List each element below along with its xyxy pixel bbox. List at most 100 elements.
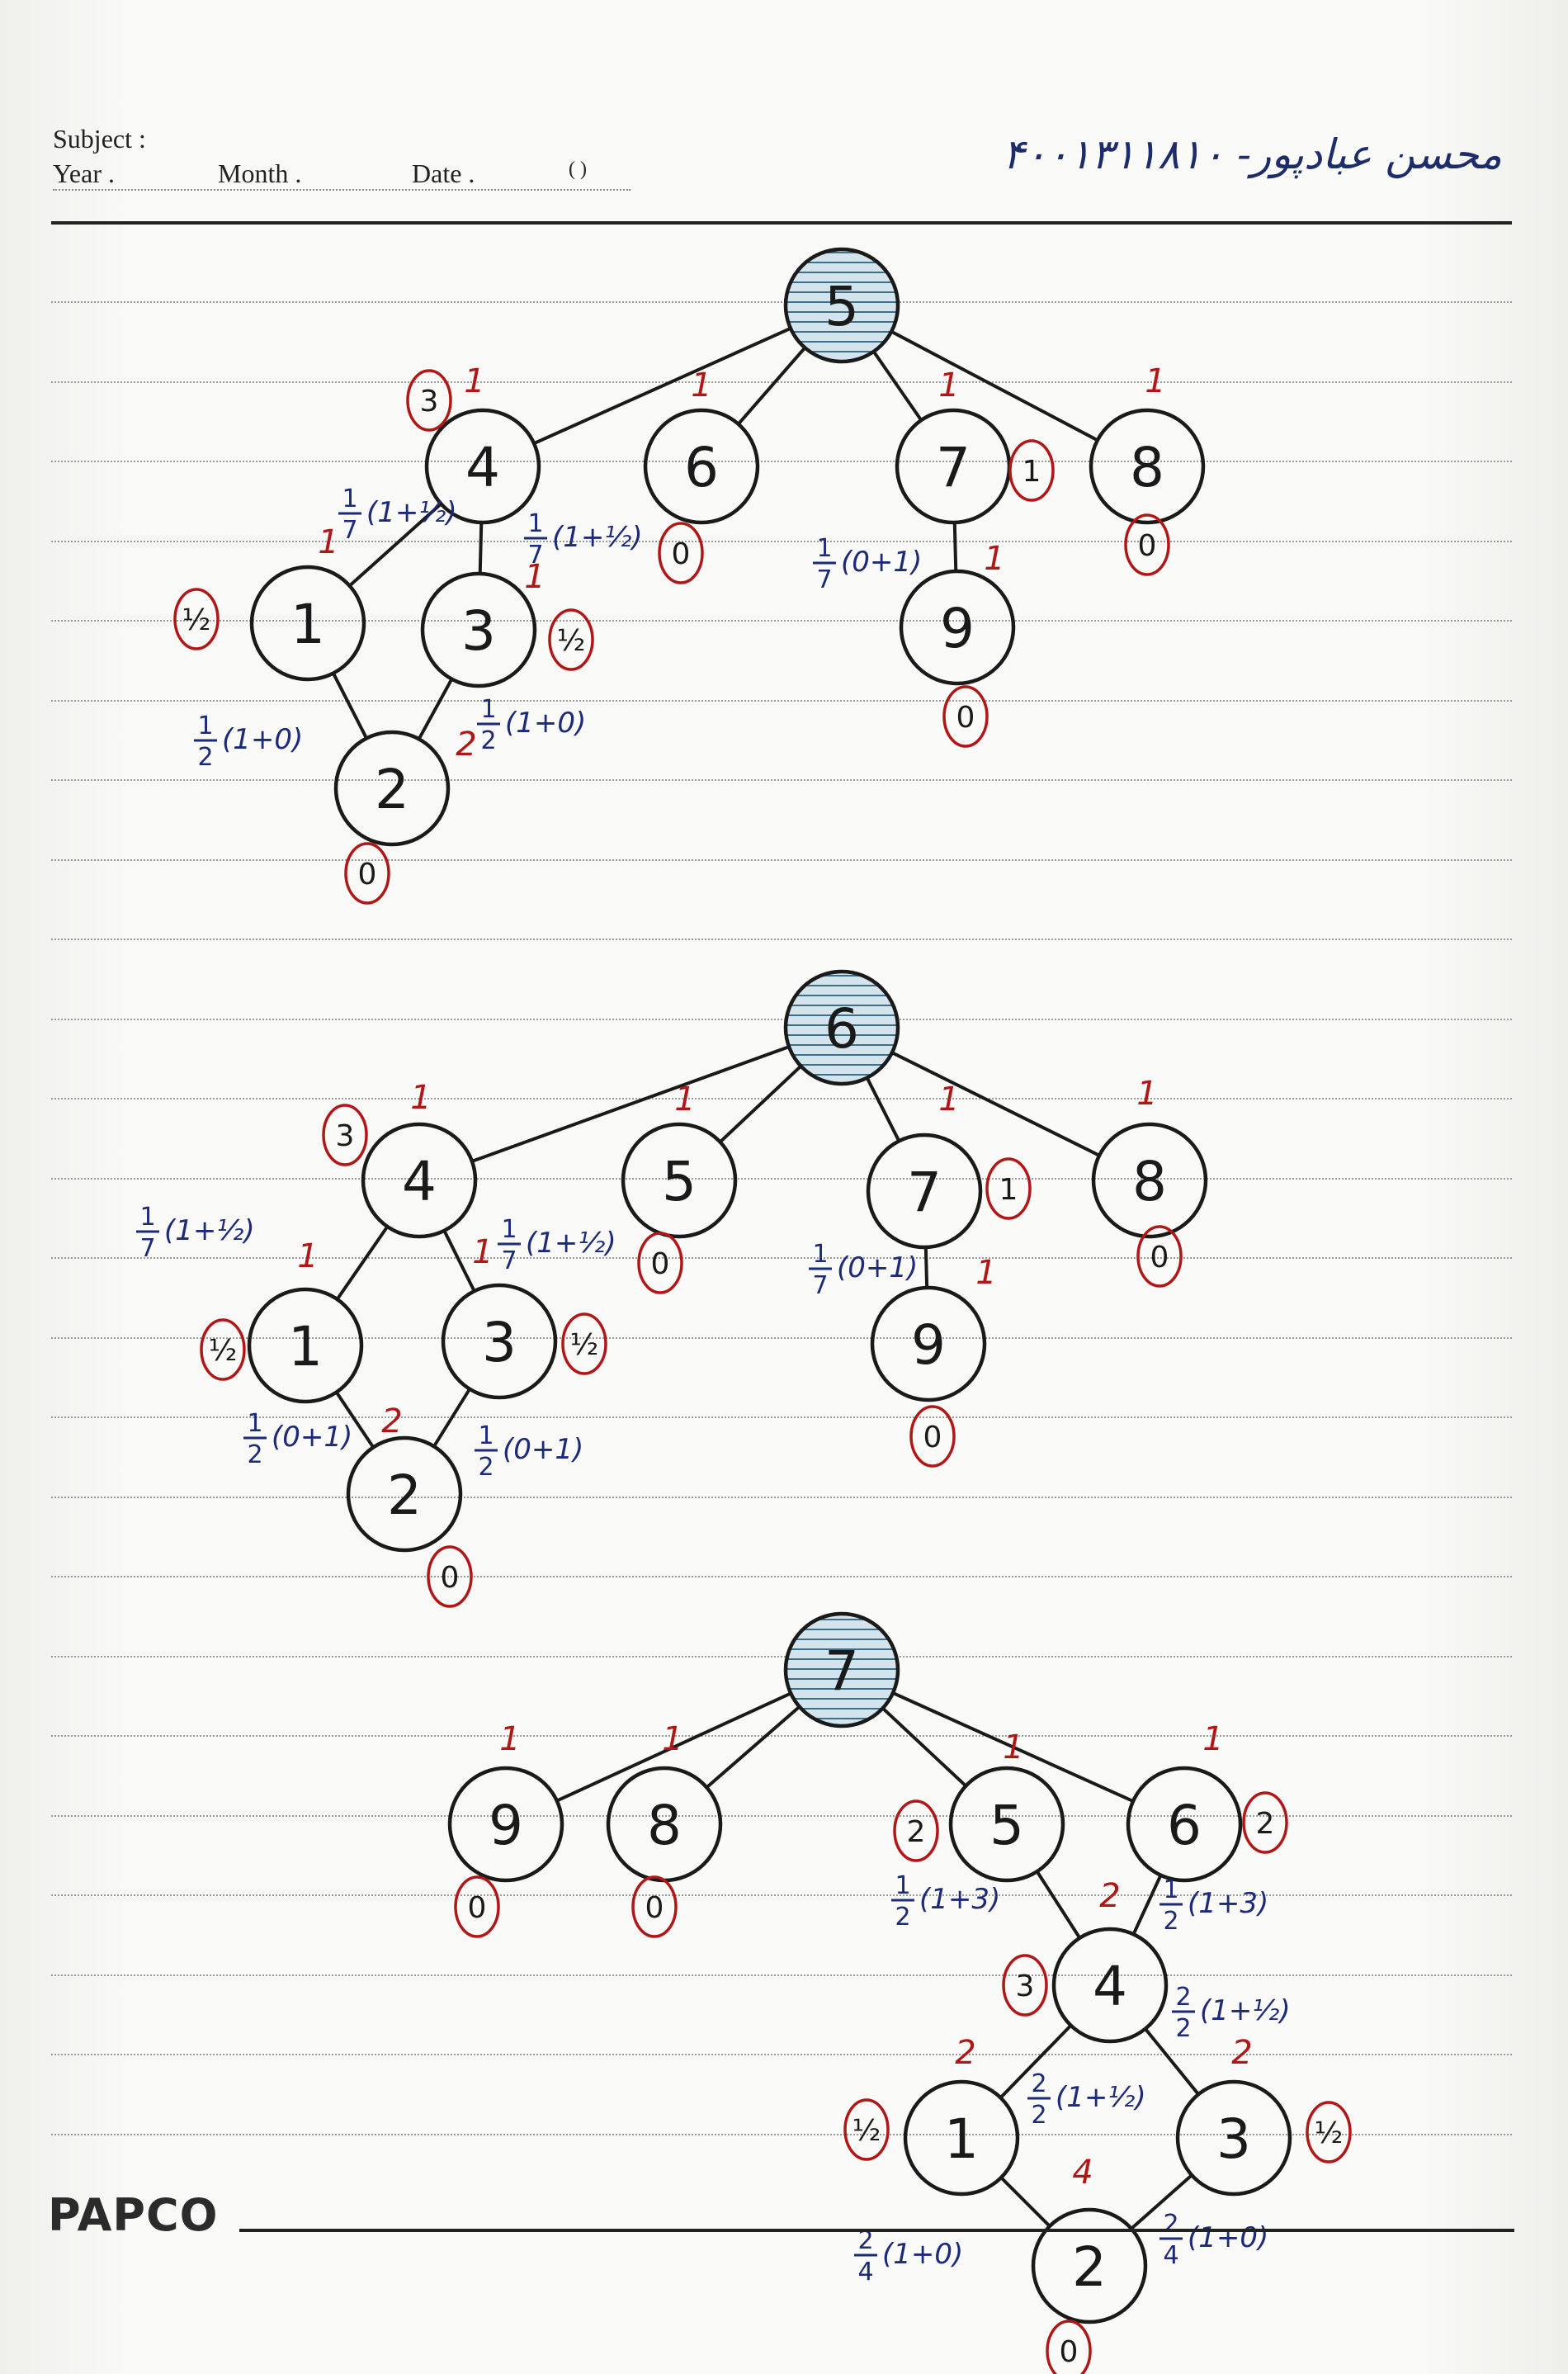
circled-dependency: ½ [561,1312,607,1375]
circled-dependency: 0 [1124,513,1170,576]
red-circle [1124,513,1170,576]
ruled-line [51,1655,1512,1658]
node-circle [247,1287,364,1404]
edge-5-6 [736,346,807,426]
red-circle [200,1318,246,1381]
annotation-expression: (0+1) [837,1251,918,1284]
annotation-expression: (0+1) [272,1421,352,1454]
edge-4-3 [478,520,484,576]
node-label: 5 [662,1150,697,1213]
annotation-numerator: 2 [1175,1983,1191,2012]
node-label: 7 [936,436,971,499]
circled-dependency: 0 [454,1875,500,1938]
red-circle [344,842,390,905]
weight-annotation: 17(0+1) [813,534,922,594]
circled-dependency: 0 [427,1545,473,1608]
annotation-numerator: 1 [342,485,357,513]
path-count: 4 [1072,2154,1093,2192]
annotation-numerator: 1 [197,712,213,740]
node-label: 1 [944,2107,979,2171]
annotation-numerator: 2 [857,2226,873,2255]
dependency-value: 1 [1023,455,1041,489]
node-label: 4 [465,436,500,499]
node-1: 1 [249,565,366,682]
annotation-expression: (0+1) [503,1433,583,1466]
dependency-value: 1 [999,1173,1018,1207]
node-label: 4 [402,1150,437,1213]
annotation-numerator: 2 [1163,2210,1178,2239]
annotation-denominator: 2 [895,1903,910,1932]
author-name-and-id: محسن عبادپور- ۴۰۰۱۳۱۱۸۱۰ [1002,130,1502,178]
edge-4-1 [999,2023,1073,2100]
edge-6-4 [1131,1873,1163,1937]
red-circle [893,1799,939,1862]
ruled-line [51,461,1512,462]
ruled-line [51,2133,1512,2135]
annotation-denominator: 4 [1163,2241,1178,2270]
node-5: 5 [948,1766,1065,1883]
dependency-value: 2 [1256,1807,1275,1841]
dependency-value: 2 [907,1815,926,1849]
edge-3-2 [1129,2173,1194,2230]
dependency-value: ½ [182,603,211,637]
node-label: 3 [461,599,496,663]
ruled-line [51,620,1512,622]
ruled-line [51,939,1512,940]
red-circle [1242,1791,1288,1854]
circled-dependency: 0 [909,1405,956,1468]
node-label: 5 [824,275,859,338]
node-label: 8 [1130,436,1164,499]
node-label: 2 [375,758,409,821]
circled-dependency: ½ [548,608,594,671]
ruled-line [51,858,1512,861]
node-label: 6 [1167,1794,1202,1857]
node-5: 5 [621,1122,738,1239]
weight-annotation: 12(0+1) [475,1421,583,1482]
red-circle [548,608,594,671]
circled-dependency: 0 [658,522,704,584]
edge-5-4 [532,326,792,446]
weight-annotation: 17(1+½) [338,485,457,545]
node-label: 7 [824,1639,859,1703]
path-count: 1 [938,1081,959,1118]
path-count: 1 [499,1720,520,1758]
edge-3-2 [417,677,454,741]
node-circle [424,408,541,525]
circled-dependency: 0 [631,1875,678,1938]
annotation-denominator: 2 [1175,2014,1191,2043]
node-circle [1031,2207,1148,2324]
edge-7-9 [923,1245,929,1290]
ruled-line [51,1098,1512,1100]
node-9: 9 [870,1285,987,1402]
annotation-expression: (1+½) [366,496,457,529]
edge-7-5 [881,1706,968,1788]
annotation-denominator: 4 [857,2258,873,2287]
node-8: 8 [606,1766,723,1883]
ruled-line [51,540,1512,542]
edge-7-9 [952,520,958,574]
weight-annotation: 17(1+½) [498,1215,616,1275]
dependency-value: ½ [570,1328,599,1362]
annotation-denominator: 7 [139,1234,155,1263]
node-circle [447,1766,564,1883]
path-count: 1 [938,367,959,404]
annotation-numerator: 1 [895,1871,910,1900]
edge-6-7 [865,1076,901,1143]
node-circle [621,1122,738,1239]
annotation-numerator: 1 [816,534,832,563]
edge-5-4 [1035,1870,1082,1940]
notebook-header: Subject : Year . Month . Date . ( ) [53,124,647,191]
node-5: 5 [783,247,900,364]
red-circle [173,588,220,650]
weight-annotation: 12(0+1) [243,1409,352,1469]
ruled-line [51,1018,1512,1020]
path-count: 1 [410,1079,431,1117]
annotation-expression: (1+0) [505,707,586,740]
red-circle [985,1157,1032,1220]
ruled-line [51,1496,1512,1498]
node-circle [948,1766,1065,1883]
node-circle [333,730,451,847]
node-6: 6 [1126,1766,1243,1883]
